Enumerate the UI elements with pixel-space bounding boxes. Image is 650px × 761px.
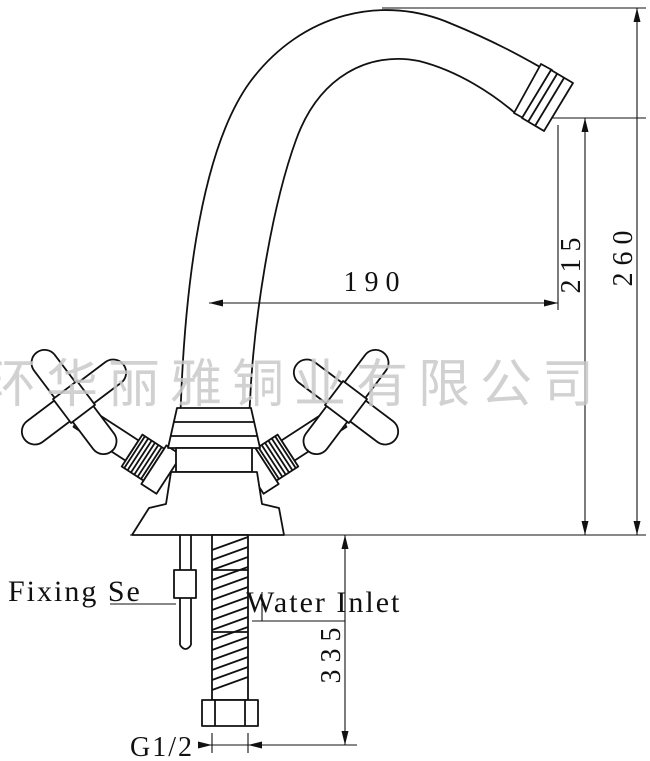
spout-aerator [513, 63, 574, 132]
company-watermark: 环华丽雅铜业有限公司 [0, 357, 604, 414]
body-column [175, 447, 253, 473]
dimension-thread-size: G1/2 [130, 732, 262, 761]
dimension-260-label: 260 [608, 224, 639, 287]
dimension-spout-height: 215 [552, 117, 646, 535]
fixing-set-callout: Fixing Se [8, 575, 176, 608]
dimension-overall-height: 260 [382, 7, 646, 535]
right-cross-handle [292, 348, 400, 456]
dimension-215-label: 215 [556, 231, 587, 294]
water-inlet-callout: Water Inlet [246, 586, 401, 622]
inlet-connection-nut [201, 699, 259, 727]
dimension-spout-reach: 190 [209, 125, 559, 310]
faucet-outline [20, 9, 574, 727]
fixing-nut [173, 569, 197, 599]
fixing-set-label: Fixing Se [8, 575, 142, 608]
handle-nut [52, 380, 96, 424]
spout-base-nut [167, 407, 261, 449]
water-inlet-label: Water Inlet [246, 586, 401, 619]
dimension-inlet-length: 335 [202, 535, 357, 746]
base-plate [131, 471, 285, 536]
inlet-pipe [211, 534, 249, 701]
dimension-335-label: 335 [316, 621, 347, 684]
aerator-band [527, 73, 558, 123]
aerator-band [534, 77, 565, 127]
dimension-190-label: 190 [344, 267, 407, 298]
fixing-stud [173, 535, 197, 650]
left-cross-handle [20, 348, 128, 456]
thread-size-label: G1/2 [130, 732, 194, 761]
handle-nut [324, 380, 368, 424]
